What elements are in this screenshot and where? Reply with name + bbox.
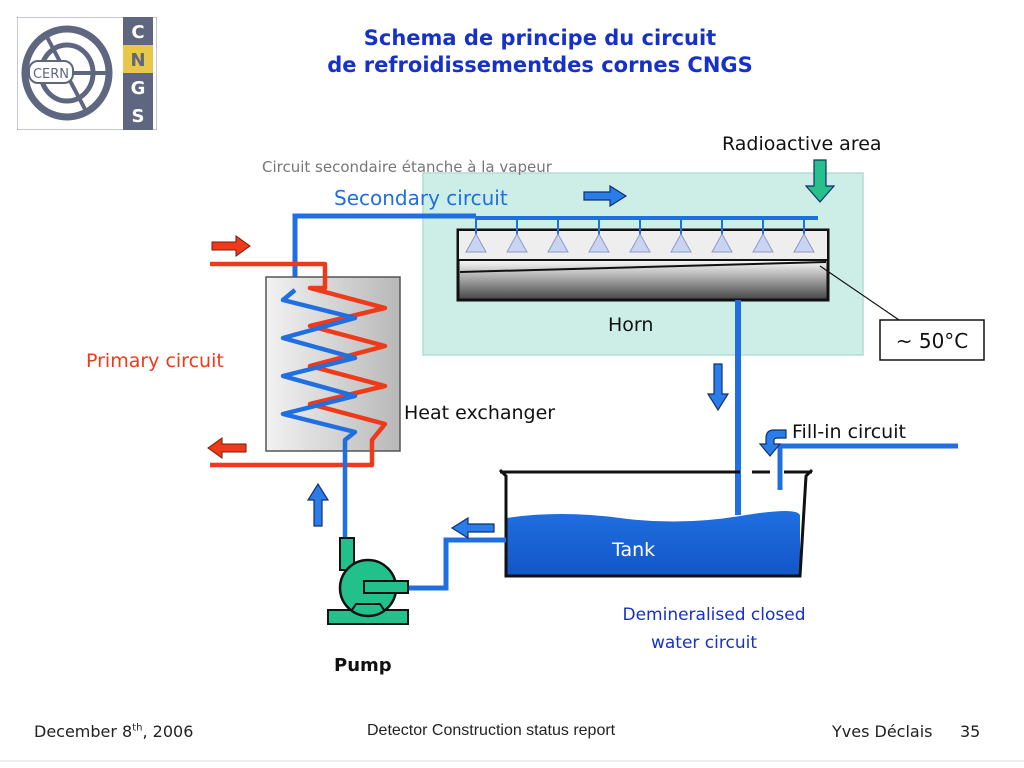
cern-cngs-logo: CERN C N G S xyxy=(17,17,157,130)
spray-cone xyxy=(670,232,692,253)
fill-in-circuit-label: Fill-in circuit xyxy=(792,421,906,443)
spray-cone xyxy=(629,232,651,253)
spray-cone xyxy=(752,232,774,253)
tank-label: Tank xyxy=(611,539,655,561)
tank xyxy=(498,468,814,578)
cern-ring-icon: CERN xyxy=(21,25,113,121)
logo-letter-g: G xyxy=(131,78,146,99)
circuit-secondaire-label: Circuit secondaire étanche à la vapeur xyxy=(262,158,553,176)
radioactive-arrow-down-icon xyxy=(804,159,836,203)
demineralised-label-2: water circuit xyxy=(651,633,757,653)
logo-letter-c: C xyxy=(131,22,144,43)
cern-text: CERN xyxy=(33,67,69,82)
pump-label: Pump xyxy=(334,655,392,676)
spray-cone xyxy=(711,232,733,253)
primary-inlet-arrow-icon xyxy=(211,235,251,257)
spray-cone xyxy=(506,232,528,253)
fill-in-pipe xyxy=(777,443,958,490)
footer-divider xyxy=(0,760,1024,762)
heat-exchanger-label: Heat exchanger xyxy=(404,402,555,424)
secondary-coil xyxy=(280,288,358,540)
temperature-leader-line xyxy=(819,265,903,323)
logo-letter-s: S xyxy=(132,106,145,127)
temperature-label: ~ 50°C xyxy=(896,329,969,353)
spray-manifold xyxy=(465,216,818,253)
primary-outlet-arrow-icon xyxy=(207,437,247,459)
pump-icon xyxy=(327,537,409,625)
spray-cone xyxy=(793,232,815,253)
footer-author: Yves Déclais xyxy=(832,722,933,741)
footer-page-number: 35 xyxy=(960,722,981,741)
pump-arrow-up-icon xyxy=(306,482,330,527)
logo-letter-n: N xyxy=(130,50,145,71)
title-line-2: de refroidissementdes cornes CNGS xyxy=(327,53,753,77)
return-arrow-left-icon xyxy=(450,516,495,540)
primary-circuit-label: Primary circuit xyxy=(86,350,224,372)
horn-label: Horn xyxy=(608,314,653,336)
spray-cone xyxy=(465,232,487,253)
fill-in-arrow-icon xyxy=(758,429,787,457)
spray-cone xyxy=(547,232,569,253)
title-line-1: Schema de principe du circuit xyxy=(363,26,717,50)
spray-cone xyxy=(588,232,610,253)
temperature-box xyxy=(879,319,985,361)
demineralised-label-1: Demineralised closed xyxy=(622,605,805,625)
drain-arrow-down-icon xyxy=(706,363,730,412)
footer-title: Detector Construction status report xyxy=(367,722,616,739)
flow-arrow-right-icon xyxy=(583,184,628,208)
spray-nozzles xyxy=(465,218,815,253)
radioactive-area-label: Radioactive area xyxy=(722,133,882,155)
secondary-circuit-label: Secondary circuit xyxy=(334,186,508,210)
return-pipe xyxy=(408,537,506,591)
footer-date: December 8th, 2006 xyxy=(34,722,194,741)
